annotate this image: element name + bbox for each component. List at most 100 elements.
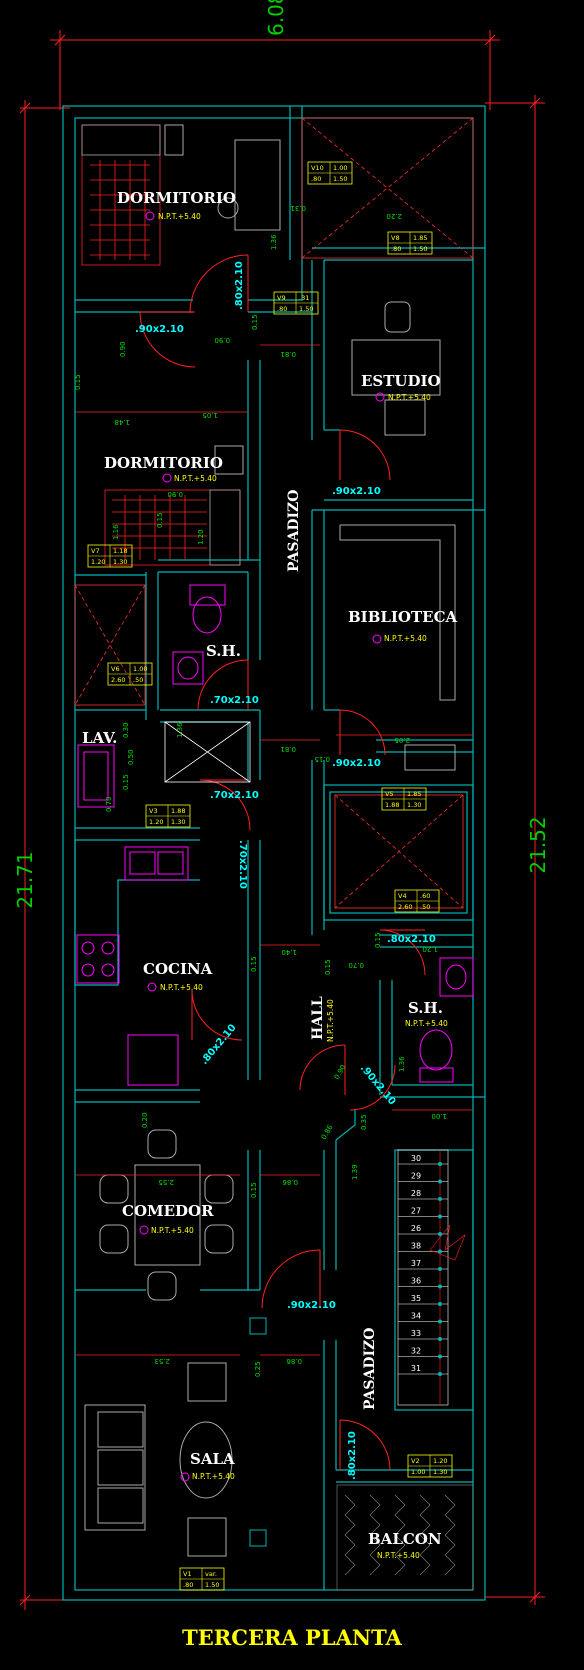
- window-tag-value: .31: [299, 294, 309, 302]
- dim-n: 0.81: [280, 745, 296, 753]
- window-tag-value: 1.18: [113, 547, 127, 555]
- stair-node: [438, 1372, 442, 1376]
- window-tag-value: 2.60: [111, 676, 125, 684]
- study-chair-top: [384, 301, 411, 333]
- shower-1: [164, 721, 251, 783]
- stair-step-number: 33: [411, 1329, 421, 1338]
- window-tag-value: 1.50: [413, 245, 427, 253]
- window-tag-value: V2: [411, 1457, 420, 1465]
- window-tag-value: V10: [311, 164, 324, 172]
- dim-b: 0.31: [290, 204, 306, 212]
- dim-d: 0.15: [251, 314, 259, 330]
- stair-step-number: 27: [411, 1207, 421, 1216]
- stair-step-number: 26: [411, 1224, 421, 1233]
- closet-2: [214, 445, 244, 475]
- dim-q: 0.30: [122, 722, 130, 738]
- stair-node: [438, 1179, 442, 1184]
- library-desk: [404, 744, 456, 771]
- room-biblioteca-npt: N.P.T.+5.40: [384, 634, 427, 643]
- window-tag-value: 1.00: [133, 665, 147, 673]
- stair-node: [438, 1214, 442, 1219]
- window-tag-v4: V4.602.60.50: [394, 889, 440, 913]
- sink-1: [172, 651, 204, 685]
- dim-i: 1.48: [114, 418, 130, 426]
- stair-step-number: 36: [411, 1277, 421, 1286]
- dim-al: 0.86: [286, 1357, 302, 1365]
- dim-ac: 1.00: [431, 1112, 447, 1120]
- stair-step-number: 32: [411, 1347, 421, 1356]
- window-tag-value: V6: [111, 665, 120, 673]
- window-tag-value: V9: [277, 294, 286, 302]
- column-2: [249, 1529, 267, 1547]
- stair-step-number: 37: [411, 1259, 421, 1268]
- room-pasadizo-1-name: PASADIZO: [286, 490, 302, 572]
- level-marker: [139, 1225, 149, 1235]
- overall-dimensions: [19, 30, 545, 1610]
- dim-h: 1.05: [202, 411, 218, 419]
- room-dormitorio-1-name: DORMITORIO: [117, 189, 236, 207]
- room-cocina-npt: N.P.T.+5.40: [160, 983, 203, 992]
- dim-am: 0.90: [167, 490, 183, 498]
- overall-depth-left-label: 21.71: [13, 851, 37, 908]
- window-tag-value: 1.20: [149, 818, 163, 826]
- dim-c: 1.36: [270, 234, 278, 250]
- dim-z: 1.36: [398, 1056, 406, 1072]
- window-tag-value: 1.50: [299, 305, 313, 313]
- drawing-title: TERCERA PLANTA: [182, 1625, 402, 1650]
- dim-p: 2.05: [394, 736, 410, 744]
- dim-an: 0.15: [250, 956, 258, 972]
- kitchen-sink: [124, 846, 189, 881]
- room-dormitorio-2-npt: N.P.T.+5.40: [174, 474, 217, 483]
- window-tag-value: 1.00: [333, 164, 347, 172]
- dim-r: 0.50: [127, 749, 135, 765]
- dim-l: 1.20: [197, 529, 205, 545]
- stair-node: [438, 1232, 442, 1236]
- walls: [62, 105, 486, 1601]
- fridge: [127, 1034, 179, 1086]
- level-marker: [375, 392, 385, 402]
- dim-g: 0.15: [74, 374, 82, 390]
- room-dormitorio-1-npt: N.P.T.+5.40: [158, 212, 201, 221]
- stair-step-number: 35: [411, 1294, 421, 1303]
- dimension-lines: [75, 344, 473, 1356]
- window-tag-value: 1.30: [171, 818, 185, 826]
- study-chair-bottom: [384, 399, 426, 436]
- window-tag-v6: V6 1.00 2.60 .50: [107, 662, 153, 686]
- stair-node: [438, 1249, 442, 1254]
- dim-e: 0.90: [119, 341, 127, 357]
- dim-a: 2.20: [386, 212, 402, 220]
- dim-aj: 2.53: [154, 1357, 170, 1365]
- room-hall-name: HALL: [310, 996, 326, 1040]
- door-label-11: .90x2.10: [287, 1300, 336, 1311]
- room-pasadizo-2-name: PASADIZO: [362, 1328, 378, 1410]
- toilet-2: [419, 1029, 454, 1083]
- level-marker: [145, 211, 155, 221]
- window-tag-value: 1.85: [413, 234, 427, 242]
- dim-f: 0.90: [214, 336, 230, 344]
- window-tag-value: .50: [133, 676, 143, 684]
- dim-ao: 0.81: [280, 350, 296, 358]
- door-label-1: .90x2.10: [135, 324, 184, 335]
- stair-node: [438, 1354, 442, 1359]
- dim-ab: 0.35: [360, 1114, 368, 1130]
- window-tag-value: .80: [183, 1581, 193, 1589]
- sink-2: [439, 957, 474, 997]
- door-label-12: .80x2.10: [347, 1431, 358, 1480]
- window-tag-value: 1.88: [385, 801, 399, 809]
- dim-ai: 0.86: [282, 1178, 298, 1186]
- room-comedor-name: COMEDOR: [122, 1202, 214, 1220]
- dim-af: 0.20: [141, 1112, 149, 1128]
- dim-w: 0.70: [348, 961, 364, 969]
- window-tag-value: V8: [391, 234, 400, 242]
- door-label-3: .90x2.10: [332, 486, 381, 497]
- balcony-hatch: [336, 1484, 474, 1591]
- room-sh1-name: S.H.: [206, 642, 241, 660]
